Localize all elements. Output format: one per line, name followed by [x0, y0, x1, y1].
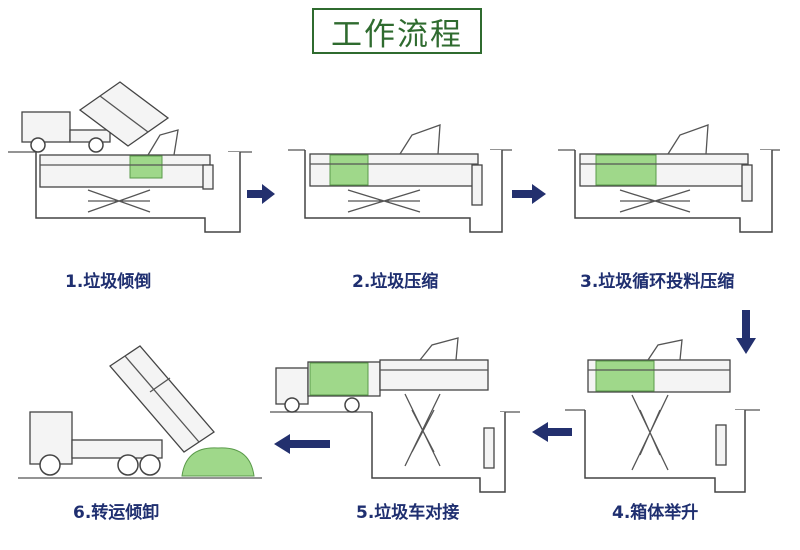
arrow-step1-to-step2	[247, 184, 275, 204]
step-5-label: 5.垃圾车对接	[356, 503, 460, 523]
step-2-garbage	[329, 154, 369, 186]
step-4-label: 4.箱体举升	[612, 503, 699, 523]
step-6-illustration	[18, 345, 262, 479]
arrow-step4-to-step5	[532, 422, 572, 442]
arrow-step5-to-step6	[274, 434, 330, 454]
step-1-illustration	[8, 81, 252, 233]
step-3-label: 3.垃圾循环投料压缩	[580, 272, 735, 292]
step-1-garbage	[129, 155, 163, 179]
step-2-illustration	[288, 124, 512, 233]
step-1-truck-cab	[21, 111, 71, 143]
arrow-step2-to-step3	[512, 184, 546, 204]
step-5-garbage	[309, 362, 369, 396]
step-3-illustration	[558, 124, 780, 233]
arrow-step3-to-step4	[736, 310, 756, 354]
page-title: 工作流程	[312, 8, 482, 54]
step-5-illustration	[270, 337, 520, 493]
step-3-garbage	[595, 154, 657, 186]
step-4-garbage	[595, 360, 655, 392]
step-6-label: 6.转运倾卸	[73, 503, 160, 523]
step-6-garbage-pile	[181, 447, 255, 477]
step-4-illustration	[565, 339, 760, 493]
step-1-label: 1.垃圾倾倒	[65, 272, 152, 292]
step-2-label: 2.垃圾压缩	[352, 272, 439, 292]
